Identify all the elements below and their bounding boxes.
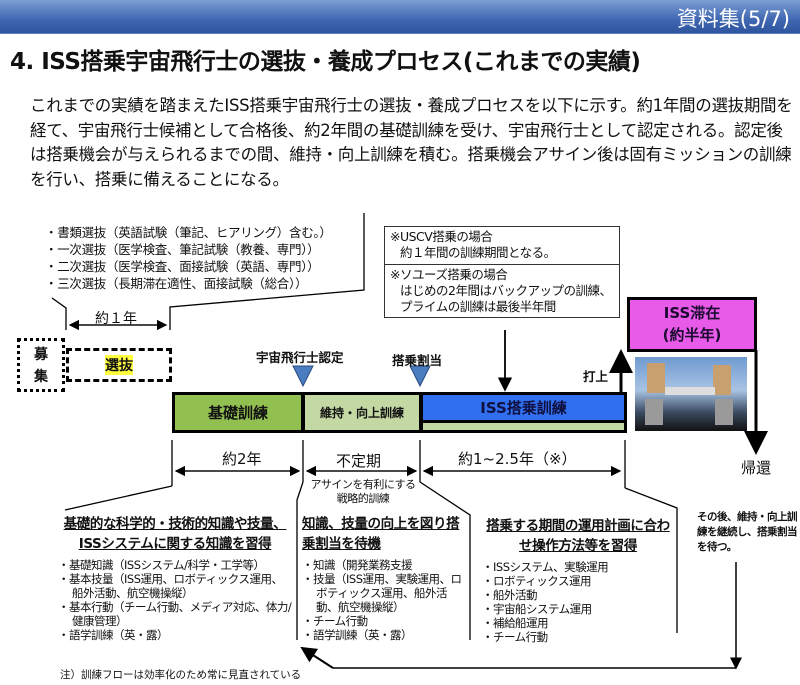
note-soyuz-text: プライムの訓練は最後半年間	[400, 299, 556, 314]
selection-steps-list: 書類選抜（英語試験（筆記、ヒアリング）含む。） 一次選抜（医学検査、筆記試験（教…	[45, 224, 332, 292]
after-mission-note: その後、維持・向上訓練を継続し、搭乗割当を待つ。	[697, 511, 798, 553]
span-maintain-label: 不定期	[336, 452, 382, 470]
return-label: 帰還	[741, 459, 772, 477]
iss-stay-label: ISS滞在	[663, 304, 721, 322]
footnote: 注）訓練フローは効率化のため常に見直されている	[60, 669, 302, 681]
iss-stay-duration: (約半年)	[662, 326, 722, 344]
assignment-label: 搭乗割当	[392, 353, 443, 368]
list-item: 基本技量（ISS運用、ロボティックス運用、船外活動、航空機操縦）	[58, 572, 292, 600]
list-item: 基本行動（チーム行動、メディア対応、体力/健康管理）	[58, 600, 292, 628]
iss-detail-title: 搭乗する期間の運用計画に合わせ操作方法等を習得	[486, 518, 670, 554]
list-item: 書類選抜（英語試験（筆記、ヒアリング）含む。）	[45, 224, 332, 241]
launch-label: 打上	[583, 369, 609, 384]
list-item: チーム行動	[482, 630, 674, 644]
maintain-note: アサインを有利にする戦略的訓練	[310, 478, 416, 505]
training-notes-box: ※USCV搭乗の場合 約１年間の訓練期間となる。 ※ソユーズ搭乗の場合 はじめの…	[384, 226, 620, 318]
iss-training-bar: ISS搭乗訓練	[420, 392, 627, 433]
list-item: 知識（開発業務支援	[302, 558, 468, 572]
span-iss-label: 約1~2.5年（※）	[458, 450, 577, 468]
basic-training-bar: 基礎訓練	[172, 392, 304, 433]
note-soyuz-title: ※ソユーズ搭乗の場合	[385, 264, 619, 283]
intro-paragraph: これまでの実績を踏まえたISS搭乗宇宙飛行士の選抜・養成プロセスを以下に示す。約…	[30, 96, 793, 189]
list-item: 宇宙船システム運用	[482, 602, 674, 616]
list-item: 三次選抜（長期滞在適性、面接試験（総合））	[45, 275, 332, 292]
list-item: チーム行動	[302, 614, 468, 628]
note-soyuz-text: はじめの2年間はバックアップの訓練、	[400, 283, 612, 298]
iss-training-label: ISS搭乗訓練	[423, 395, 624, 423]
iss-photo	[635, 357, 747, 431]
maintain-detail-title: 知識、技量の向上を図り搭乗割当を待機	[302, 516, 460, 552]
maintain-training-bar: 維持・向上訓練	[302, 392, 422, 433]
list-item: 基礎知識（ISSシステム/科学・工学等）	[58, 558, 292, 572]
list-item: ISSシステム、実験運用	[482, 560, 674, 574]
basic-detail-title: 基礎的な科学的・技術的知識や技量、ISSシステムに関する知識を習得	[63, 516, 287, 552]
list-item: 語学訓練（英・露）	[302, 628, 468, 642]
list-item: 一次選抜（医学検査、筆記試験（教養、専門））	[45, 241, 332, 258]
list-item: 技量（ISS運用、実験運用、ロボティックス運用、船外活動、航空機操縦）	[302, 572, 468, 614]
certification-label: 宇宙飛行士認定	[256, 350, 344, 365]
recruit-box: 募集	[17, 338, 65, 392]
section-label: 資料集(5/7)	[676, 7, 790, 31]
note-uscv-title: ※USCV搭乗の場合	[390, 229, 493, 244]
list-item: 語学訓練（英・露）	[58, 628, 292, 642]
maintain-training-detail: 知識、技量の向上を図り搭乗割当を待機 知識（開発業務支援 技量（ISS運用、実験…	[302, 514, 468, 642]
span-basic-label: 約2年	[222, 450, 262, 468]
note-uscv-text: 約１年間の訓練期間となる。	[400, 245, 556, 260]
selection-box: 選抜	[66, 348, 172, 382]
basic-training-detail: 基礎的な科学的・技術的知識や技量、ISSシステムに関する知識を習得 基礎知識（I…	[58, 514, 292, 642]
list-item: 船外活動	[482, 588, 674, 602]
selection-label: 選抜	[105, 355, 133, 375]
list-item: 二次選抜（医学検査、面接試験（英語、専門））	[45, 258, 332, 275]
page-title: 4. ISS搭乗宇宙飛行士の選抜・養成プロセス(これまでの実績)	[10, 49, 641, 75]
iss-training-detail: 搭乗する期間の運用計画に合わせ操作方法等を習得 ISSシステム、実験運用 ロボテ…	[482, 516, 674, 644]
header-bar: 資料集(5/7)	[0, 0, 800, 34]
list-item: ロボティックス運用	[482, 574, 674, 588]
selection-span-label: 約１年	[95, 311, 137, 327]
iss-stay-box: ISS滞在 (約半年)	[627, 297, 757, 352]
list-item: 補給船運用	[482, 616, 674, 630]
